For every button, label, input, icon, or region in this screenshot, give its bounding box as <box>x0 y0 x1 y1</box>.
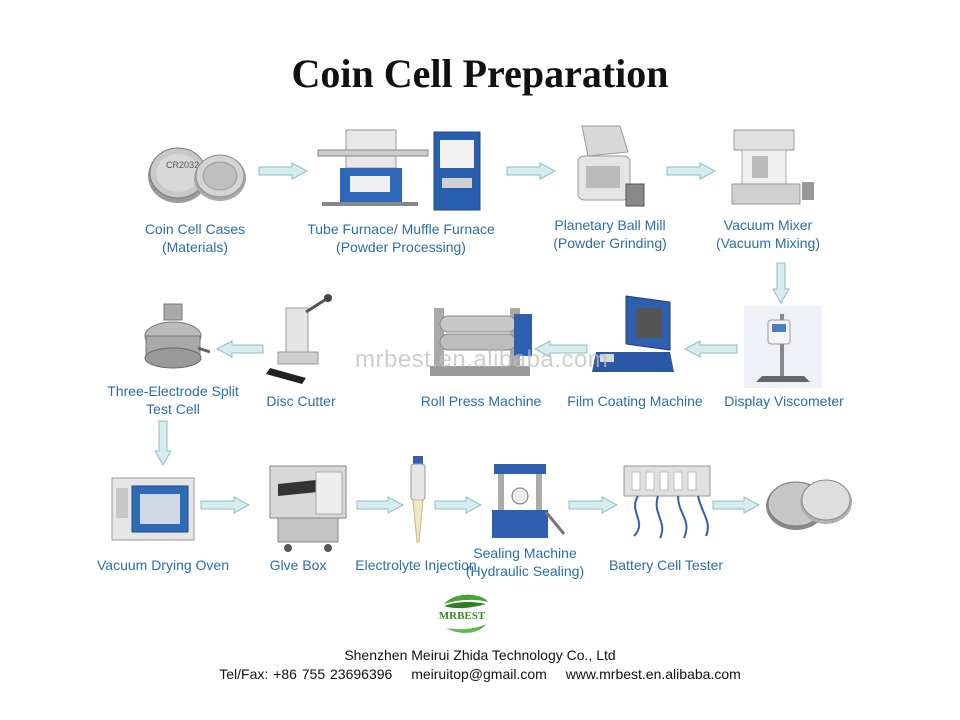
arrow-right-8 <box>712 496 760 514</box>
label-film-coating: Film Coating Machine <box>567 393 703 409</box>
step-tester: Battery Cell Tester <box>609 462 723 573</box>
step-disc-cutter: Disc Cutter <box>266 292 338 409</box>
step-split-cell: Three-Electrode Split Test Cell <box>107 300 239 417</box>
arrow-right-6 <box>434 496 482 514</box>
step-film-coating: Film Coating Machine <box>567 290 703 409</box>
leaf-logo-icon <box>444 594 488 633</box>
arrow-left-1 <box>684 340 738 358</box>
page-title: Coin Cell Preparation <box>291 51 669 96</box>
label-sealing: Sealing Machine (Hydraulic Sealing) <box>465 545 585 579</box>
company-name: Shenzhen Meirui Zhida Technology Co., Lt… <box>344 647 616 663</box>
svg-text:CR2032: CR2032 <box>166 160 199 170</box>
arrow-right-3 <box>666 162 716 180</box>
coin-cell-cases-image: CR2032 <box>148 147 246 203</box>
watermark: mrbest.en.alibaba.com <box>355 346 609 373</box>
step-electrolyte: Electrolyte Injection <box>355 456 477 573</box>
finished-coin-cells-image <box>766 479 852 530</box>
step-sealing: Sealing Machine (Hydraulic Sealing) <box>466 462 584 579</box>
contact-email[interactable]: meiruitop@gmail.com <box>411 666 547 682</box>
arrow-down-1 <box>772 262 790 304</box>
arrow-right-1 <box>258 162 308 180</box>
label-drying-oven: Vacuum Drying Oven <box>96 557 229 573</box>
step-roll-press: Roll Press Machine <box>421 294 541 409</box>
label-glove-box: Glve Box <box>269 557 327 573</box>
viscometer-image <box>744 306 822 388</box>
step-drying-oven: Vacuum Drying Oven <box>97 476 229 573</box>
label-coin-cell-cases: Coin Cell Cases (Materials) <box>144 221 246 255</box>
pipette-image <box>410 456 426 543</box>
arrow-right-2 <box>506 162 556 180</box>
disc-cutter-image <box>266 294 332 384</box>
step-coin-cell-cases: CR2032 Coin Cell Cases (Materials) <box>140 140 250 255</box>
contact-line: Tel/Fax: +86 755 23696396 meiruitop@gmai… <box>0 666 960 682</box>
step-glove-box: Glve Box <box>258 462 354 573</box>
label-split-cell: Three-Electrode Split Test Cell <box>107 383 239 417</box>
label-vacuum-mixer: Vacuum Mixer (Vacuum Mixing) <box>716 217 820 251</box>
step-ball-mill: Planetary Ball Mill (Powder Grinding) <box>553 122 667 251</box>
film-coating-image <box>592 295 674 372</box>
arrow-right-7 <box>568 496 618 514</box>
vacuum-mixer-image <box>731 129 814 205</box>
arrow-right-5 <box>356 496 404 514</box>
glove-box-image <box>269 465 347 552</box>
label-tester: Battery Cell Tester <box>608 557 724 573</box>
logo-text: MRBEST <box>438 610 486 622</box>
tube-furnace-image <box>317 129 481 211</box>
contact-web[interactable]: www.mrbest.en.alibaba.com <box>565 666 741 682</box>
arrow-down-2 <box>154 420 172 466</box>
roll-press-image <box>430 308 532 376</box>
label-viscometer: Display Viscometer <box>724 393 844 409</box>
arrow-right-4 <box>200 496 250 514</box>
contact-tel: Tel/Fax: +86 755 23696396 <box>219 666 393 682</box>
arrow-left-2 <box>534 340 588 358</box>
ball-mill-image <box>577 125 645 207</box>
arrow-left-3 <box>216 340 264 358</box>
split-cell-image <box>144 303 210 369</box>
battery-tester-image <box>623 465 711 539</box>
label-tube-furnace: Tube Furnace/ Muffle Furnace (Powder Pro… <box>307 221 495 255</box>
step-viscometer: Display Viscometer <box>724 306 844 409</box>
label-electrolyte: Electrolyte Injection <box>355 557 477 573</box>
label-disc-cutter: Disc Cutter <box>266 393 336 409</box>
step-vacuum-mixer: Vacuum Mixer (Vacuum Mixing) <box>716 126 820 251</box>
drying-oven-image <box>111 477 195 541</box>
label-ball-mill: Planetary Ball Mill (Powder Grinding) <box>553 217 667 251</box>
sealing-machine-image <box>492 464 566 538</box>
label-roll-press: Roll Press Machine <box>420 393 542 409</box>
step-tube-furnace: Tube Furnace/ Muffle Furnace (Powder Pro… <box>307 128 495 255</box>
